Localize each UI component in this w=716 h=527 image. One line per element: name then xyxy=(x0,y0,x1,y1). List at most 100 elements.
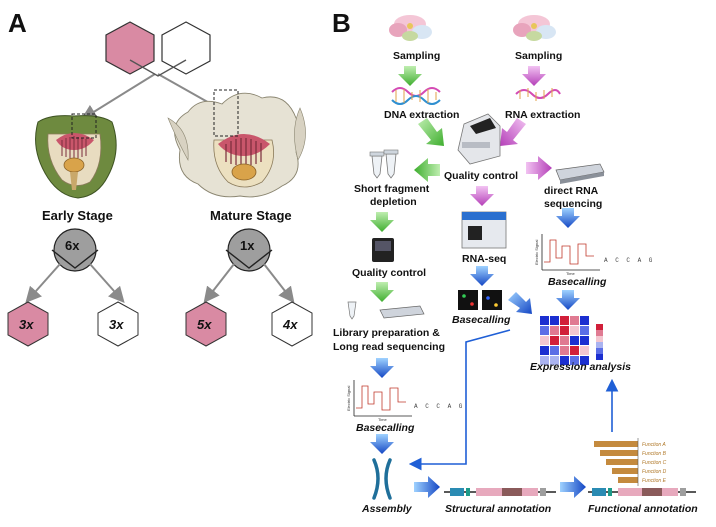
expression-analysis-label: Expression analysis xyxy=(530,361,631,373)
green-arrow-down-2 xyxy=(370,212,394,232)
early-ratio: 6x xyxy=(65,238,80,253)
heatmap-cell xyxy=(580,316,589,325)
pink-hexagon-top xyxy=(105,21,155,75)
sampling-flower-right-icon xyxy=(513,15,556,41)
heatmap-cell xyxy=(560,326,569,335)
signal-plot-left xyxy=(353,380,412,417)
blue-connector-line xyxy=(408,329,511,471)
heatmap-cell xyxy=(540,356,549,365)
sequence-right: A C C A G xyxy=(604,257,654,264)
early-stage-title: Early Stage xyxy=(42,208,113,223)
signal-axis-left: Electric Signal xyxy=(346,386,351,411)
sampling-flower-left-icon xyxy=(389,15,432,41)
early-left-count: 3x xyxy=(19,317,34,332)
heatmap-cell xyxy=(570,326,579,335)
blue-arrow-down-center xyxy=(470,266,494,286)
heatmap-cell xyxy=(570,336,579,345)
heatmap-cell xyxy=(550,336,559,345)
mature-stage-title: Mature Stage xyxy=(210,208,292,223)
heatmap-cell xyxy=(580,326,589,335)
panel-b-label: B xyxy=(332,8,351,38)
mature-left-count: 5x xyxy=(197,317,212,332)
functional-annotation-gene-model xyxy=(588,488,696,496)
mature-ratio: 1x xyxy=(240,238,255,253)
green-arrow-left xyxy=(414,158,440,182)
short-fragment-label-1: Short fragment xyxy=(354,183,430,195)
green-arrow-diag xyxy=(418,118,444,146)
panel-a-label: A xyxy=(8,8,27,38)
structural-annotation-label: Structural annotation xyxy=(445,503,551,515)
heatmap-legend-swatch xyxy=(596,348,603,354)
function-label-e: Function E xyxy=(642,478,667,484)
signal-axis-right: Electric Signal xyxy=(534,240,539,265)
split-arrow-left xyxy=(80,73,156,121)
blue-arrow-to-heatmap-left xyxy=(508,292,532,314)
heatmap-cell xyxy=(560,356,569,365)
chromosome-icon xyxy=(372,458,392,500)
magenta-arrow-down-2 xyxy=(470,186,494,206)
mature-stage-tree xyxy=(185,228,313,347)
mature-right-count: 4x xyxy=(282,317,298,332)
time-axis-left: Time xyxy=(378,417,388,422)
heatmap-cell xyxy=(560,336,569,345)
functional-annotation-label: Functional annotation xyxy=(588,503,698,515)
blue-arrow-to-heatmap-top xyxy=(556,290,580,310)
heatmap-cell xyxy=(550,356,559,365)
split-join xyxy=(129,59,187,77)
heatmap-cell xyxy=(540,346,549,355)
library-prep-icon xyxy=(347,301,425,320)
green-arrow-down-1 xyxy=(398,66,422,86)
heatmap-cell xyxy=(550,346,559,355)
heatmap-cell xyxy=(570,346,579,355)
heatmap-legend-swatch xyxy=(596,336,603,342)
heatmap-cell xyxy=(570,316,579,325)
magenta-arrow-diag xyxy=(500,118,526,146)
magenta-arrow-down-1 xyxy=(522,66,546,86)
function-label-c: Function C xyxy=(642,460,667,466)
blue-arrow-down-left xyxy=(370,358,394,378)
heatmap-cell xyxy=(550,316,559,325)
sequencing-flowcells-icon xyxy=(458,290,502,310)
heatmap-legend-swatch xyxy=(596,330,603,336)
basecalling-right-label: Basecalling xyxy=(548,276,607,288)
blue-arrow-right-1 xyxy=(414,476,440,498)
basecalling-left-label: Basecalling xyxy=(356,422,415,434)
blue-arrow-right-2 xyxy=(560,476,586,498)
rna-extraction-label: RNA extraction xyxy=(505,109,580,121)
nanopore-device-right-icon xyxy=(555,163,605,184)
direct-rna-label-1: direct RNA xyxy=(544,185,599,197)
heatmap-cell xyxy=(580,356,589,365)
early-stage-flower-illustration xyxy=(35,113,117,199)
heatmap-cell xyxy=(580,346,589,355)
function-bars xyxy=(594,438,639,486)
heatmap-cell xyxy=(560,316,569,325)
short-fragment-label-2: depletion xyxy=(370,196,417,208)
heatmap-cell xyxy=(580,336,589,345)
mature-stage-flower-illustration xyxy=(167,89,306,198)
heatmap-cell xyxy=(540,336,549,345)
time-axis-right: Time xyxy=(566,271,576,276)
assembly-label: Assembly xyxy=(361,503,413,515)
early-right-count: 3x xyxy=(109,317,124,332)
sampling-right-label: Sampling xyxy=(515,50,562,62)
heatmap-cell xyxy=(540,326,549,335)
sampling-left-label: Sampling xyxy=(393,50,440,62)
rna-seq-sequencer-icon xyxy=(461,211,507,249)
dna-extraction-label: DNA extraction xyxy=(384,109,459,121)
heatmap-legend-swatch xyxy=(596,324,603,330)
rna-strand-icon xyxy=(515,88,561,101)
heatmap-cell xyxy=(540,316,549,325)
heatmap-legend-swatch xyxy=(596,342,603,348)
white-hexagon-top xyxy=(161,21,211,75)
function-label-b: Function B xyxy=(642,451,667,457)
function-label-d: Function D xyxy=(642,469,667,475)
quality-control-left-label: Quality control xyxy=(352,267,426,279)
blue-arrow-down-assembly xyxy=(370,434,394,454)
direct-rna-label-2: sequencing xyxy=(544,198,602,210)
tubes-icon xyxy=(369,149,399,179)
structural-annotation-gene-model xyxy=(444,488,556,496)
expression-heatmap xyxy=(540,316,603,365)
quality-control-center-label: Quality control xyxy=(444,170,518,182)
library-label-1: Library preparation & xyxy=(333,327,440,339)
